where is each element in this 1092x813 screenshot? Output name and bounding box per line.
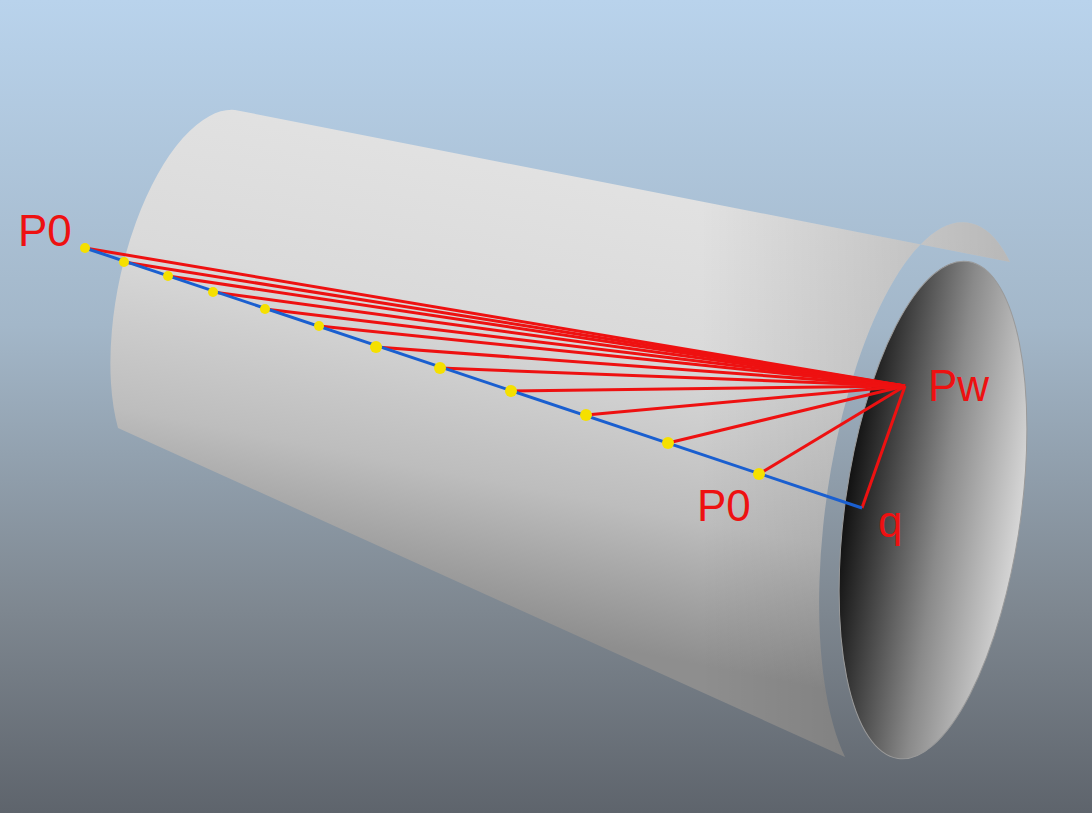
point-label: q — [878, 500, 902, 544]
point-label: Pw — [928, 364, 989, 408]
point-label: P0 — [697, 484, 751, 528]
point-label: P0 — [18, 209, 72, 253]
